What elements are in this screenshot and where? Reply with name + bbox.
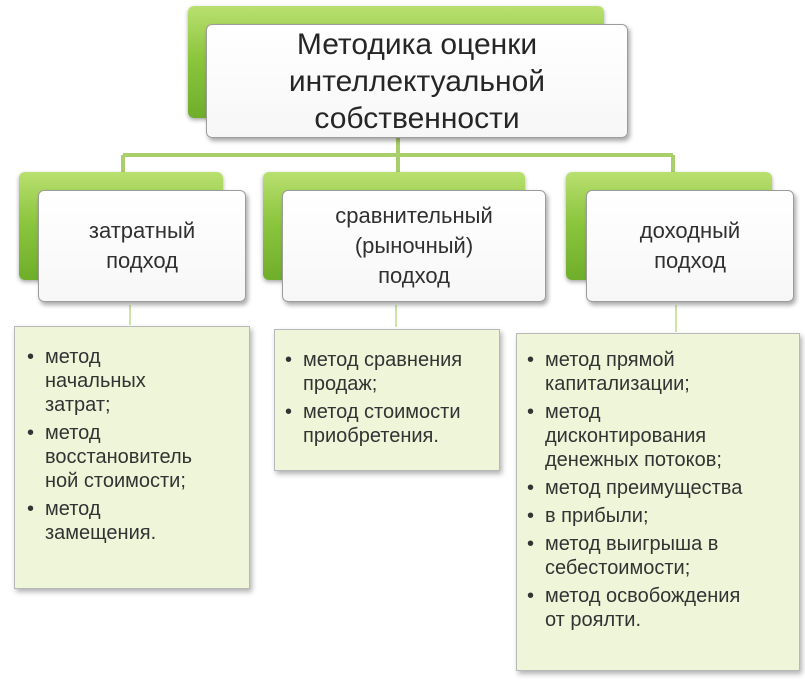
methods-list-cost: метод начальных затрат; метод восстанови… [21,345,243,545]
method-item: метод преимущества [521,476,795,500]
method-item: в прибыли; [521,504,795,528]
title-text: Методика оценки интеллектуальной собстве… [288,27,546,135]
method-item: метод стоимости приобретения. [279,400,495,448]
approach-label-cost: затратный подход [88,218,196,273]
methods-box-income: метод прямой капитализации; метод дискон… [516,333,800,671]
method-item: метод сравнения продаж; [279,348,495,396]
method-item: метод начальных затрат; [21,345,243,417]
method-item: метод прямой капитализации; [521,348,795,396]
title-card: Методика оценки интеллектуальной собстве… [206,24,628,138]
method-item: метод дисконтирования денежных потоков; [521,400,795,472]
methods-list-comparative: метод сравнения продаж; метод стоимости … [279,348,495,448]
approach-label-income: доходный подход [639,218,741,273]
approach-card-income: доходный подход [586,190,794,302]
methods-box-comparative: метод сравнения продаж; метод стоимости … [274,329,500,471]
method-item: метод замещения. [21,497,243,545]
method-item: метод восстановитель ной стоимости; [21,421,243,493]
method-item: метод освобождения от роялти. [521,584,795,632]
methods-list-income: метод прямой капитализации; метод дискон… [521,348,795,632]
approach-label-comparative: сравнительный (рыночный) подход [335,203,493,288]
methods-box-cost: метод начальных затрат; метод восстанови… [14,326,250,589]
approach-card-cost: затратный подход [38,190,246,302]
approach-card-comparative: сравнительный (рыночный) подход [282,190,546,302]
method-item: метод выигрыша в себестоимости; [521,532,795,580]
